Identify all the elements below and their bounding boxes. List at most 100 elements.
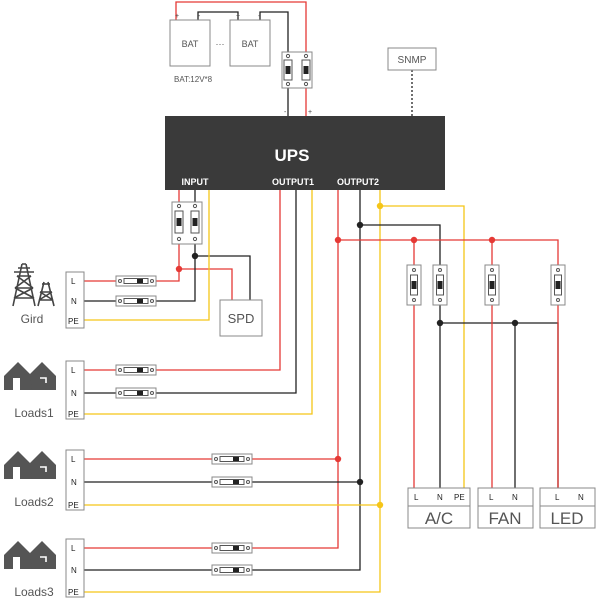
junction-dot	[191, 252, 199, 260]
svg-text:L: L	[489, 493, 494, 502]
svg-text:N: N	[437, 493, 443, 502]
junction-dot	[334, 455, 342, 463]
junction-dot	[334, 236, 342, 244]
device-ac: L N PE A/C	[407, 487, 471, 529]
input-breaker	[171, 201, 203, 245]
junction-dot	[511, 319, 519, 327]
junction-dot	[356, 221, 364, 229]
terminal-block-loads1: L N PE	[65, 360, 85, 420]
branch-breaker	[484, 264, 500, 306]
battery-minus: -	[258, 13, 261, 20]
junction-dot	[376, 501, 384, 509]
terminal-block-loads3: L N PE	[65, 538, 85, 598]
svg-text:PE: PE	[454, 493, 465, 502]
battery-bank: + - + - BAT BAT ··· BAT:12V*8	[169, 13, 271, 84]
inline-fuse	[115, 364, 157, 376]
out1-earth	[84, 190, 313, 415]
source-label-grid: Gird	[21, 312, 44, 326]
input-neutral-wire	[194, 190, 251, 300]
battery-cell	[169, 19, 211, 67]
snmp-box	[387, 47, 437, 71]
svg-text:L: L	[71, 544, 76, 553]
inline-fuse	[211, 564, 253, 576]
branch-breaker	[432, 264, 448, 306]
svg-text:PE: PE	[68, 501, 79, 510]
branch-breaker	[550, 264, 566, 306]
ups-title: UPS	[275, 146, 310, 165]
snmp-label: SNMP	[398, 55, 427, 66]
svg-text:L: L	[71, 366, 76, 375]
svg-text:PE: PE	[68, 317, 79, 326]
ups-output2-label: OUTPUT2	[337, 177, 379, 187]
svg-text:N: N	[578, 493, 584, 502]
inline-fuses	[115, 275, 253, 576]
ups-battery-plus: +	[308, 109, 312, 116]
terminal-block-grid: L N PE	[65, 271, 85, 329]
input-earth-wire	[84, 190, 210, 321]
ups-battery-minus: -	[284, 109, 287, 116]
junction-dot	[376, 202, 384, 210]
svg-text:N: N	[71, 297, 77, 306]
svg-text:N: N	[71, 478, 77, 487]
out2-neutral-bus	[84, 190, 559, 571]
junction-dots	[175, 202, 519, 509]
branch-breakers	[406, 264, 566, 306]
junction-dot	[436, 319, 444, 327]
battery-ellipsis: ···	[216, 39, 225, 49]
source-label-loads3: Loads3	[14, 585, 54, 599]
spd-box	[219, 299, 263, 337]
house-icon	[4, 451, 56, 479]
svg-text:PE: PE	[68, 588, 79, 597]
svg-text:N: N	[71, 389, 77, 398]
svg-text:L: L	[71, 277, 76, 286]
branch-breaker	[406, 264, 422, 306]
inline-fuse	[211, 453, 253, 465]
source-label-loads1: Loads1	[14, 406, 54, 420]
inline-fuse	[115, 295, 157, 307]
battery-label: BAT	[242, 39, 259, 49]
device-fan: L N FAN	[477, 487, 534, 529]
battery-spec: BAT:12V*8	[174, 75, 213, 84]
battery-breaker	[281, 51, 313, 89]
power-tower-icon	[12, 263, 55, 307]
battery-link-wire	[197, 11, 239, 20]
inline-fuse	[115, 387, 157, 399]
out2-live-bus	[84, 190, 559, 549]
battery-cell	[229, 19, 271, 67]
input-live-wire	[178, 190, 233, 300]
svg-text:N: N	[71, 566, 77, 575]
device-label-led: LED	[550, 509, 583, 528]
device-label-fan: FAN	[488, 509, 521, 528]
svg-text:L: L	[414, 493, 419, 502]
junction-dot	[175, 265, 183, 273]
svg-text:L: L	[555, 493, 560, 502]
inline-fuse	[115, 275, 157, 287]
terminal-block-loads2: L N PE	[65, 449, 85, 511]
battery-neg-wire	[259, 11, 289, 52]
ups-input-label: INPUT	[182, 177, 210, 187]
device-label-ac: A/C	[425, 509, 453, 528]
junction-dot	[356, 478, 364, 486]
device-led: L N LED	[539, 487, 596, 529]
ups-body	[165, 116, 445, 190]
house-icon	[4, 541, 56, 569]
battery-live-wire	[175, 1, 307, 52]
house-icons	[4, 362, 56, 569]
spd-label: SPD	[228, 311, 255, 326]
svg-text:N: N	[512, 493, 518, 502]
out2-earth-bus	[84, 190, 465, 593]
ups-output1-label: OUTPUT1	[272, 177, 314, 187]
inline-fuse	[211, 542, 253, 554]
inline-fuse	[211, 476, 253, 488]
battery-minus: -	[198, 13, 201, 20]
svg-text:L: L	[71, 455, 76, 464]
junction-dot	[488, 236, 496, 244]
junction-dot	[410, 236, 418, 244]
svg-text:PE: PE	[68, 410, 79, 419]
battery-plus: +	[236, 13, 240, 20]
house-icon	[4, 362, 56, 390]
source-label-loads2: Loads2	[14, 495, 54, 509]
battery-plus: +	[175, 13, 179, 20]
battery-label: BAT	[182, 39, 199, 49]
